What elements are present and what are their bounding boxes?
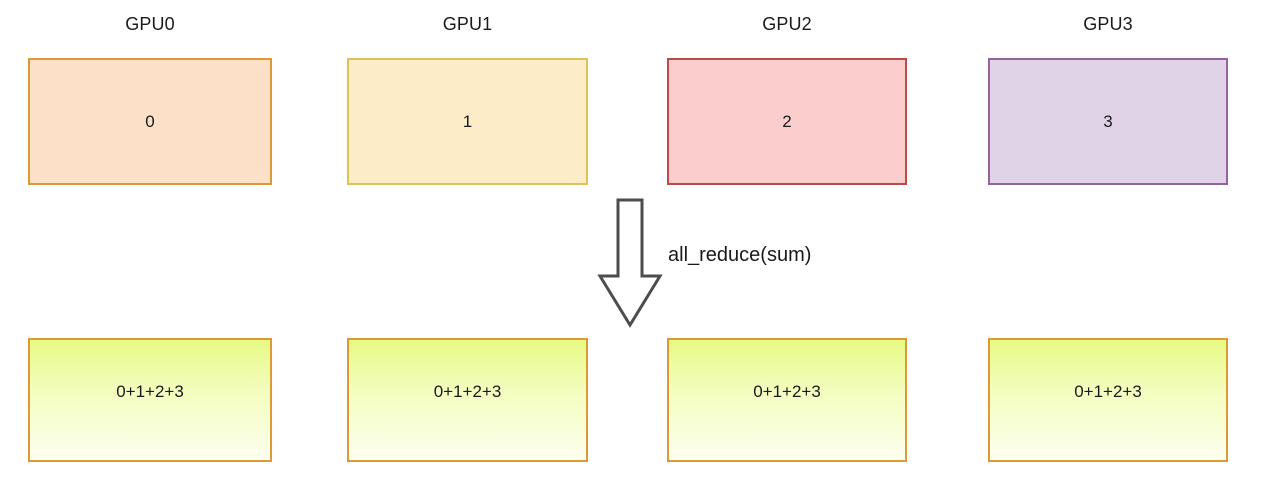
gpu-label-3: GPU3 (1083, 14, 1133, 34)
gpu-input-value-1: 1 (462, 111, 473, 131)
gpu-input-box-3[interactable]: 3 (988, 58, 1228, 185)
down-block-arrow-icon (597, 198, 663, 328)
gpu-output-box-3[interactable]: 0+1+2+3 (988, 338, 1228, 462)
gpu-input-box-1[interactable]: 1 (347, 58, 588, 185)
gpu-label-1: GPU1 (442, 14, 493, 34)
gpu-output-box-2[interactable]: 0+1+2+3 (667, 338, 907, 462)
all-reduce-arrow (596, 197, 664, 329)
gpu-output-value-3: 0+1+2+3 (1074, 382, 1142, 401)
gpu-output-box-1[interactable]: 0+1+2+3 (347, 338, 588, 462)
gpu-label-0: GPU0 (125, 14, 175, 34)
gpu-input-value-0: 0 (145, 111, 155, 131)
gpu-input-value-2: 2 (782, 111, 792, 131)
gpu-output-box-0[interactable]: 0+1+2+3 (28, 338, 272, 462)
gpu-input-box-0[interactable]: 0 (28, 58, 272, 185)
gpu-output-value-0: 0+1+2+3 (116, 382, 184, 401)
operation-label: all_reduce(sum) (668, 244, 812, 266)
gpu-input-value-3: 3 (1103, 111, 1113, 131)
gpu-input-box-2[interactable]: 2 (667, 58, 907, 185)
gpu-output-value-1: 0+1+2+3 (433, 382, 502, 401)
gpu-output-value-2: 0+1+2+3 (753, 382, 821, 401)
gpu-label-2: GPU2 (762, 14, 812, 34)
